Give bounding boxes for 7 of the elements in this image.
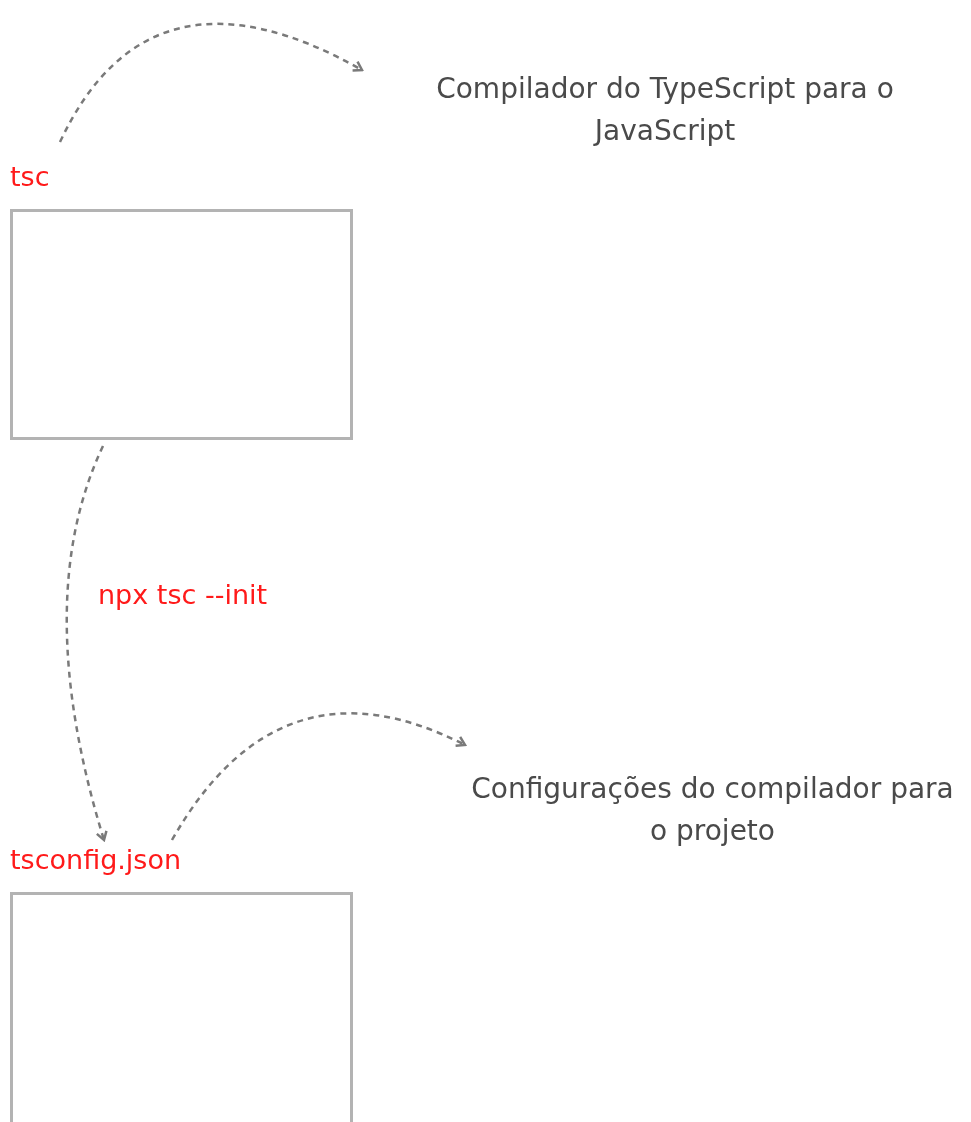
dashed-arrow	[58, 22, 364, 143]
dashed-arrow	[170, 712, 467, 841]
dashed-arrow	[65, 445, 108, 842]
box-heading: tsc	[10, 160, 50, 194]
box-heading: tsconfig.json	[10, 843, 182, 877]
annotation-text: Configurações do compilador para o projeto	[470, 771, 955, 849]
annotation-text: Compilador do TypeScript para o JavaScript	[435, 71, 895, 149]
